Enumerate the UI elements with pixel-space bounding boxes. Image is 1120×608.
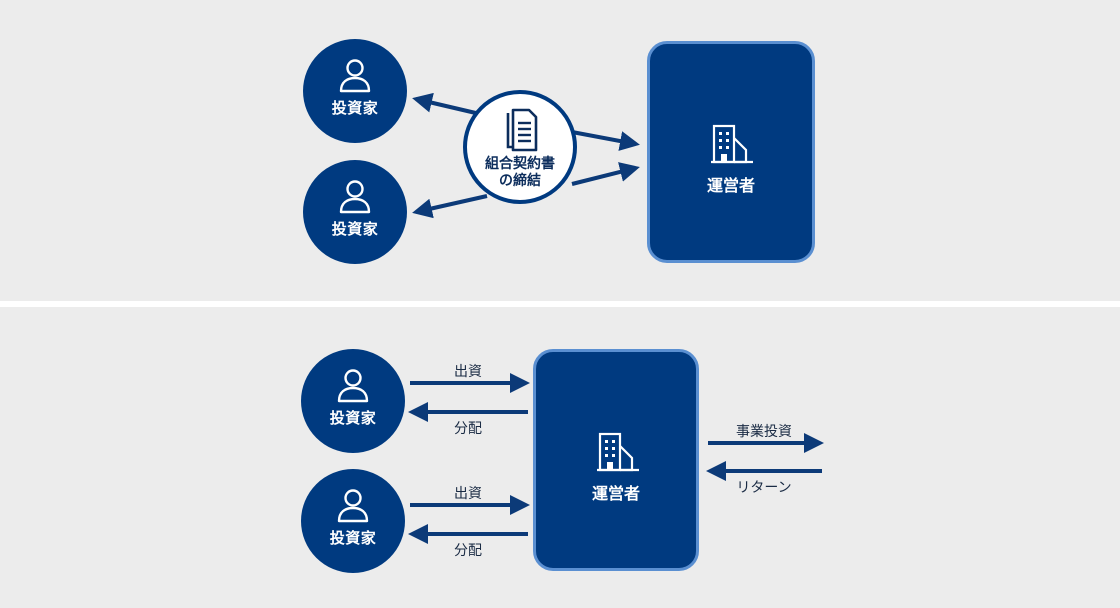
investor-node-4: 投資家 bbox=[301, 469, 405, 573]
arrow-contract-to-operator-2 bbox=[571, 162, 640, 186]
distribution-label: 分配 bbox=[454, 543, 482, 559]
operator-box: 運営者 bbox=[533, 349, 699, 571]
person-icon bbox=[337, 489, 369, 523]
contract-label-line-1: 組合契約書 bbox=[485, 156, 555, 172]
person-icon bbox=[337, 369, 369, 403]
investor-node-2: 投資家 bbox=[303, 160, 407, 264]
bottom-arrows bbox=[408, 373, 824, 544]
person-icon bbox=[339, 59, 371, 93]
investment-label: 出資 bbox=[454, 364, 482, 380]
operator-label: 運営者 bbox=[591, 484, 640, 503]
distribution-label: 分配 bbox=[454, 421, 482, 437]
arrow-contract-to-investor-1 bbox=[412, 92, 481, 116]
business-investment-label: 事業投資 bbox=[736, 424, 792, 440]
building-icon bbox=[597, 432, 639, 472]
investor-label: 投資家 bbox=[331, 99, 379, 117]
investor-node-1: 投資家 bbox=[303, 39, 407, 143]
investor-label: 投資家 bbox=[329, 529, 377, 547]
operator-box: 運営者 bbox=[647, 41, 815, 263]
document-icon bbox=[506, 108, 538, 152]
arrow-contract-to-investor-2 bbox=[412, 194, 488, 219]
operator-label: 運営者 bbox=[706, 176, 755, 195]
investment-label: 出資 bbox=[454, 486, 482, 502]
bottom-panel: 投資家 投資家 出資 分配 出資 分配 事業投資 リターン 運営者 bbox=[0, 307, 1120, 608]
top-panel: 投資家 投資家 組合契約書 の締結 運営者 bbox=[0, 0, 1120, 301]
investor-node-3: 投資家 bbox=[301, 349, 405, 453]
investor-label: 投資家 bbox=[329, 409, 377, 427]
person-icon bbox=[339, 180, 371, 214]
return-label: リターン bbox=[736, 480, 792, 496]
building-icon bbox=[711, 124, 753, 164]
arrow-contract-to-operator-1 bbox=[571, 130, 640, 151]
contract-badge: 組合契約書 の締結 bbox=[463, 90, 577, 204]
contract-label-line-2: の締結 bbox=[499, 173, 541, 189]
investor-label: 投資家 bbox=[331, 220, 379, 238]
top-arrows bbox=[412, 92, 640, 219]
